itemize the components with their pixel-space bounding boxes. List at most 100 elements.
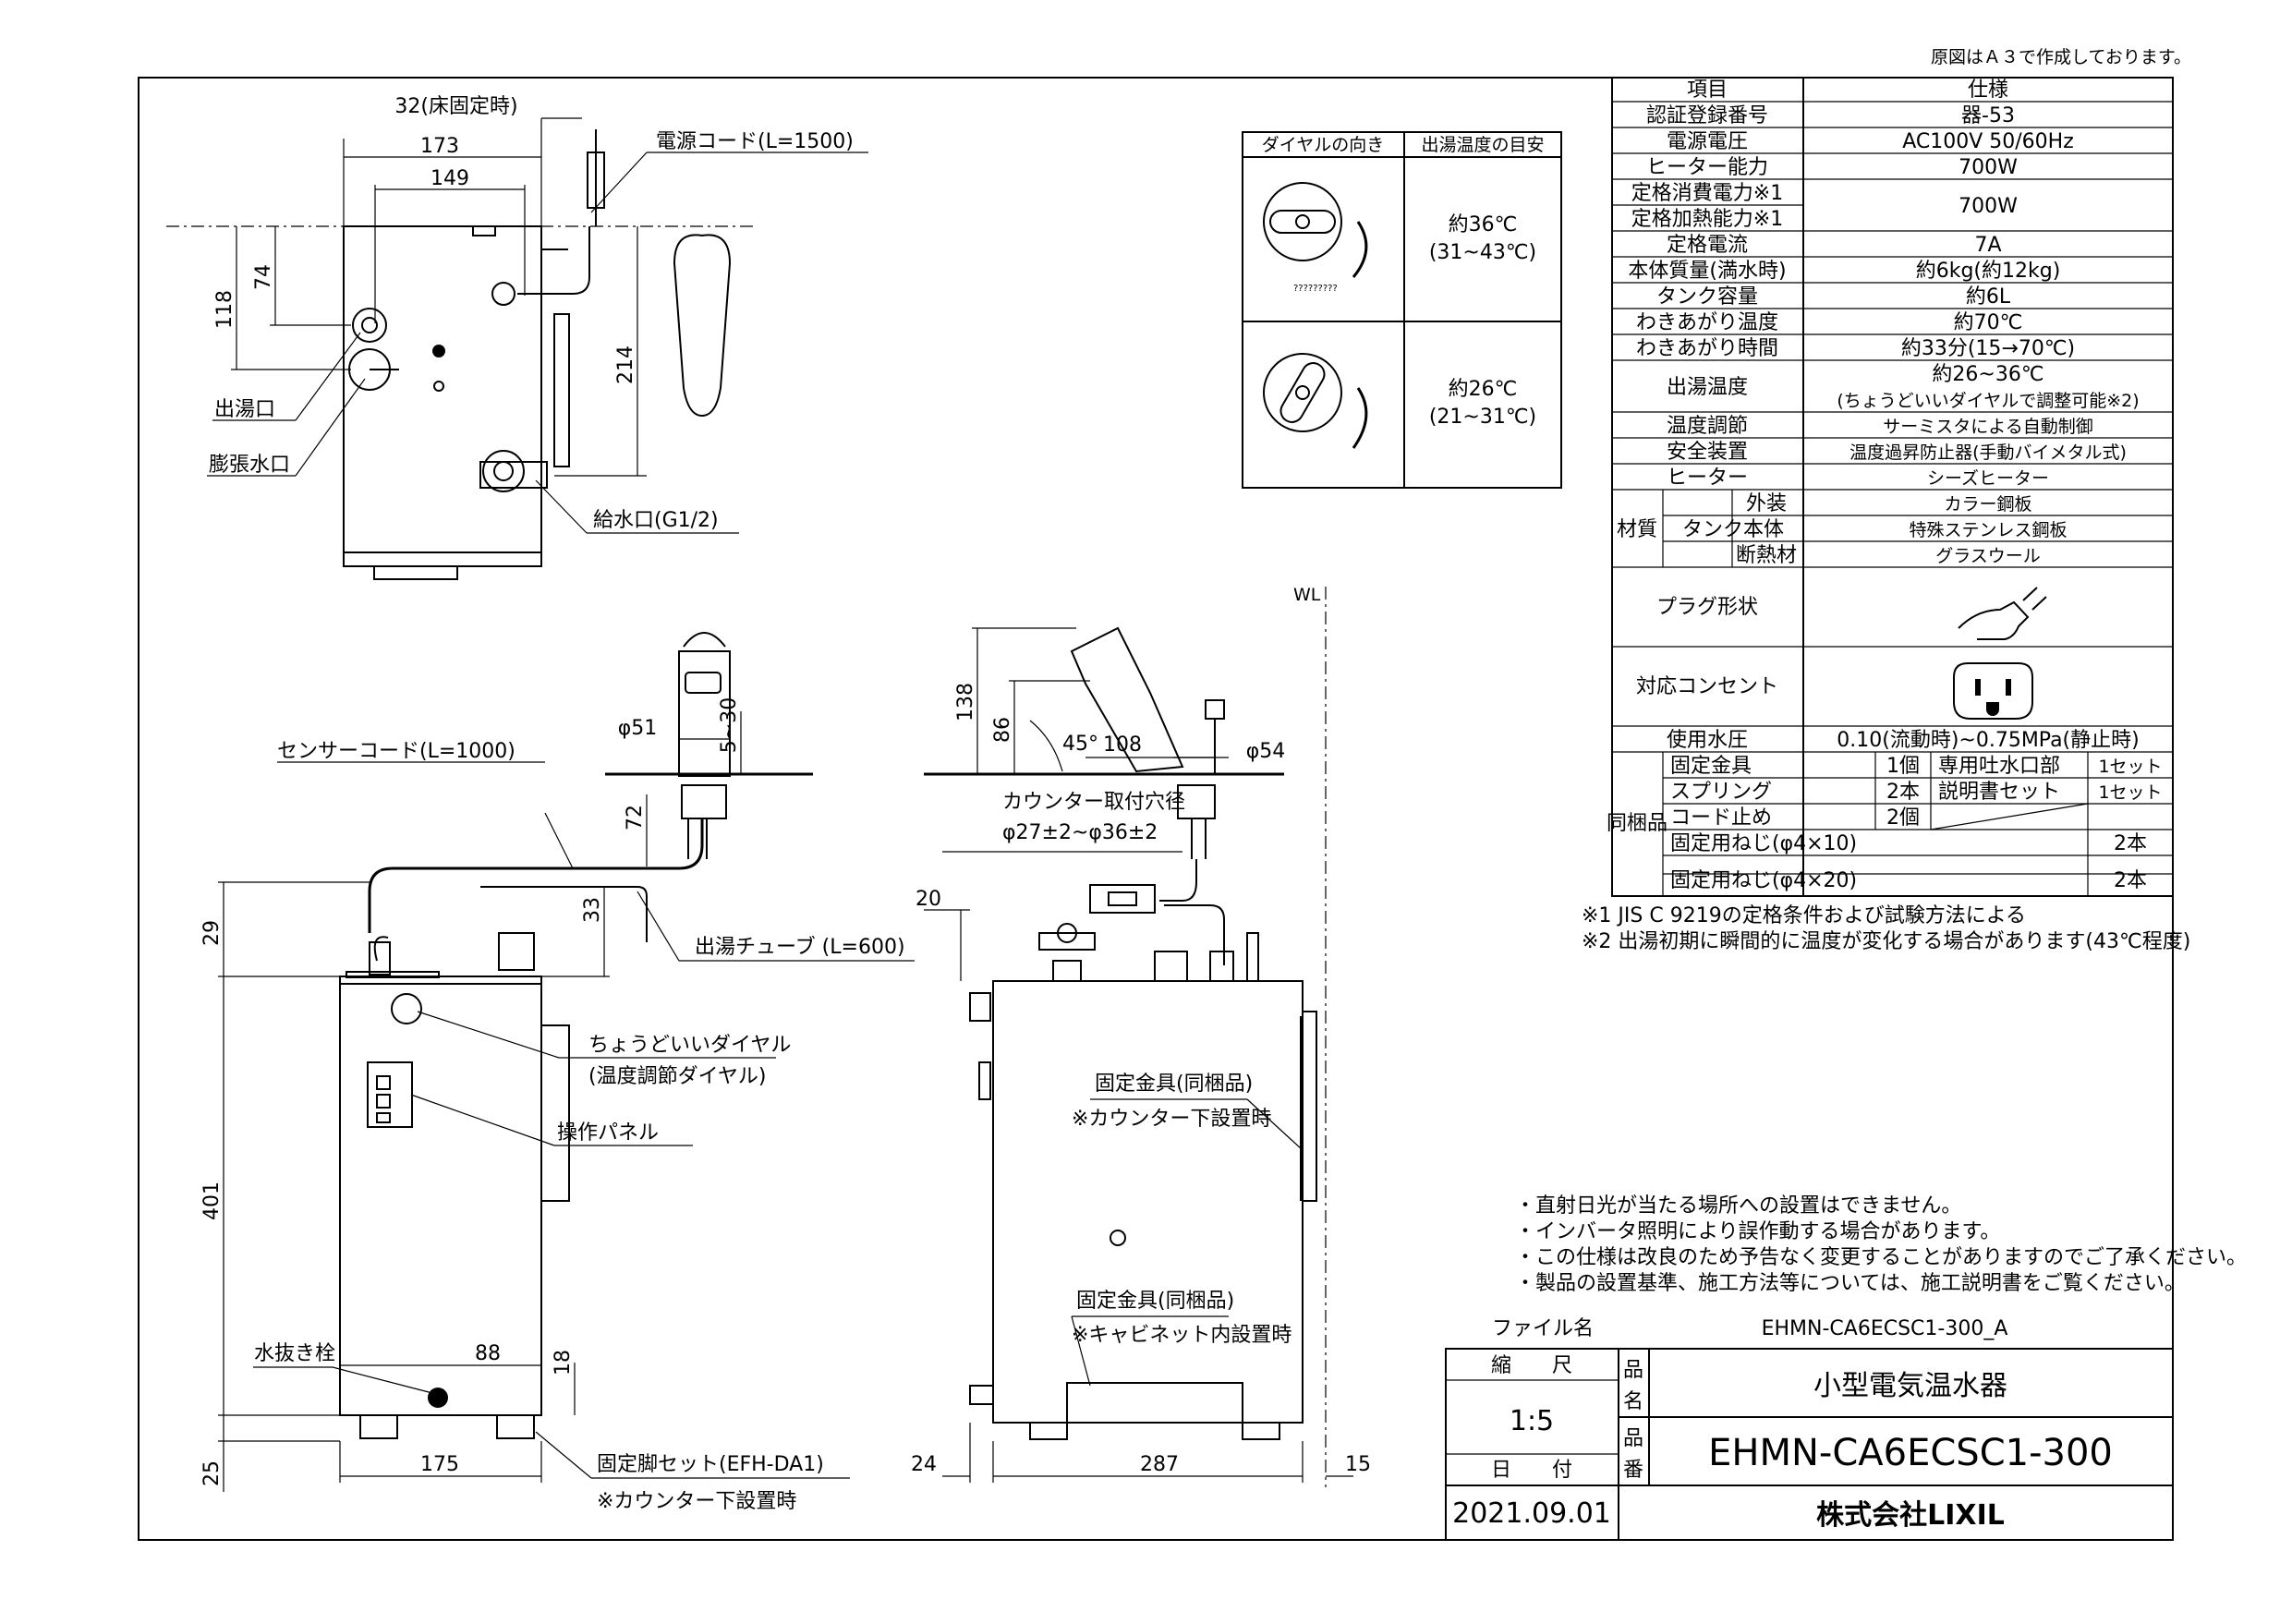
dial-header-left: ダイヤルの向き	[1262, 135, 1384, 155]
material-item: タンク本体	[1682, 518, 1784, 541]
file-name: EHMN-CA6ECSC1-300_A	[1762, 1317, 2008, 1340]
date-label: 日 付	[1491, 1459, 1572, 1482]
water-inlet-label: 給水口(G1/2)	[593, 509, 719, 532]
dim-108: 108	[1103, 733, 1142, 757]
dim-32: 32(床固定時)	[394, 95, 517, 118]
dim-25: 25	[200, 1460, 224, 1486]
company-name: 株式会社LIXIL	[1816, 1499, 2005, 1532]
pressure-value: 0.10(流動時)~0.75MPa(静止時)	[1837, 729, 2139, 752]
bracket2-label: 固定金具(同梱品)	[1076, 1290, 1234, 1313]
material-item: 外装	[1746, 492, 1787, 515]
top-view: 32(床固定時) 173 149 118 74 214 電源コード(L=1500…	[166, 95, 868, 580]
bracket1-note: ※カウンター下設置時	[1072, 1108, 1271, 1131]
material-label: 材質	[1617, 518, 1657, 541]
spec-row-item: ヒーター	[1667, 467, 1748, 490]
dim-86: 86	[991, 717, 1014, 743]
dim-149: 149	[431, 167, 469, 190]
included-count: 2本	[2114, 832, 2147, 855]
counter-hole-label: カウンター取付穴径	[1002, 791, 1185, 814]
dim-118: 118	[213, 290, 236, 329]
bracket1-label: 固定金具(同梱品)	[1095, 1073, 1253, 1096]
dial-header-right: 出湯温度の目安	[1421, 135, 1544, 155]
leg-set-label: 固定脚セット(EFH-DA1)	[597, 1453, 824, 1476]
dim-88: 88	[475, 1342, 501, 1365]
product-name: 小型電気温水器	[1813, 1370, 2007, 1402]
dim-33: 33	[581, 897, 604, 923]
scale-value: 1:5	[1510, 1405, 1554, 1437]
spec-row-item: わきあがり温度	[1636, 311, 1778, 334]
bracket2-note: ※キャビネット内設置時	[1072, 1324, 1292, 1347]
spec-row-item: 認証登録番号	[1646, 104, 1768, 127]
outlet-compat-label: 対応コンセント	[1636, 675, 1778, 698]
spec-row-value: サーミスタによる自動制御	[1883, 417, 2092, 437]
file-label: ファイル名	[1492, 1317, 1594, 1340]
number-label-1: 品	[1623, 1427, 1643, 1450]
included-item: 専用吐水口部	[1938, 755, 2060, 778]
spec-row-value: 約33分(15→70℃)	[1901, 337, 2075, 360]
spec-row-value: 約6L	[1966, 285, 2011, 309]
spec-row-value: 温度過昇防止器(手動バイメタル式)	[1849, 442, 2127, 463]
leg-note-label: ※カウンター下設置時	[597, 1490, 796, 1513]
plug-label: プラグ形状	[1656, 596, 1758, 619]
spec-header-spec: 仕様	[1968, 79, 2008, 102]
tube-label: 出湯チューブ (L=600)	[695, 936, 905, 959]
note-line: ・直射日光が当たる場所への設置はできません。	[1515, 1194, 1961, 1218]
dim-15: 15	[1345, 1453, 1371, 1476]
note-line: ・この仕様は改良のため予告なく変更することがありますのでご了承ください。	[1515, 1246, 2247, 1269]
spec-note-1: ※1 JIS C 9219の定格条件および試験方法による	[1582, 904, 2026, 927]
spec-row-value: 約6kg(約12kg)	[1916, 260, 2061, 283]
panel-label: 操作パネル	[557, 1121, 659, 1145]
included-item: 固定用ねじ(φ4×20)	[1670, 869, 1857, 892]
pressure-label: 使用水圧	[1667, 729, 1748, 752]
spec-row-item: 本体質量(満水時)	[1628, 260, 1786, 283]
spec-row-value: 約70℃	[1954, 311, 2023, 334]
dial-row2-range: (21~31℃)	[1429, 406, 1536, 429]
notes: ・直射日光が当たる場所への設置はできません。 ・インバータ照明により誤作動する場…	[1515, 1194, 2247, 1295]
dim-51: φ51	[618, 717, 658, 740]
name-label-2: 名	[1623, 1390, 1643, 1413]
date-value: 2021.09.01	[1452, 1497, 1611, 1530]
material-item: 断熱材	[1736, 544, 1797, 567]
name-label-1: 品	[1623, 1359, 1643, 1382]
included-count: 2本	[1886, 781, 1920, 804]
spec-row-value: (ちょうどいいダイヤルで調整可能※2)	[1837, 391, 2139, 411]
dial-label: ちょうどいいダイヤル	[588, 1034, 791, 1057]
spec-row-item: 定格電流	[1667, 234, 1748, 257]
dim-24: 24	[911, 1453, 937, 1476]
side-view: WL 138 86 45°	[911, 585, 1371, 1487]
svg-text:?????????: ?????????	[1293, 284, 1338, 294]
dial-row2-temp: 約26℃	[1449, 378, 1518, 401]
spec-row-item: わきあがり時間	[1636, 337, 1778, 360]
header-note: 原図はＡ３で作成しております。	[1931, 47, 2191, 67]
dim-74: 74	[252, 264, 275, 290]
sensor-cord-label: センサーコード(L=1000)	[277, 740, 515, 763]
spec-row-item: 温度調節	[1667, 415, 1748, 438]
spec-row-item: 出湯温度	[1667, 376, 1748, 399]
dim-5-30: 5~30	[718, 697, 741, 753]
spec-row-item: 定格加熱能力※1	[1631, 208, 1783, 231]
dial-sub-label: (温度調節ダイヤル)	[588, 1065, 767, 1088]
outlet-icon	[1953, 662, 2033, 720]
spec-row-value: シーズヒーター	[1927, 468, 2049, 489]
included-item: スプリング	[1670, 781, 1772, 804]
included-label: 同梱品	[1607, 812, 1667, 835]
note-line: ・インバータ照明により誤作動する場合があります。	[1515, 1220, 2000, 1243]
expansion-label: 膨張水口	[209, 454, 290, 477]
dim-18: 18	[552, 1350, 575, 1376]
spec-table: 項目 仕様 認証登録番号 器-53 電源電圧 AC100V 50/60Hz ヒー…	[1582, 77, 2190, 953]
material-spec: カラー鋼板	[1944, 494, 2031, 515]
spec-row-value: 700W	[1959, 195, 2018, 218]
note-line: ・製品の設置基準、施工方法等については、施工説明書をご覧ください。	[1515, 1272, 2185, 1295]
dim-401: 401	[200, 1182, 224, 1220]
spec-row-item: 定格消費電力※1	[1631, 182, 1783, 205]
dim-20: 20	[916, 888, 941, 911]
dial-row1-range: (31~43℃)	[1429, 241, 1536, 264]
power-cord-label: 電源コード(L=1500)	[656, 130, 854, 153]
material-spec: グラスウール	[1935, 546, 2041, 566]
title-block: ファイル名 EHMN-CA6ECSC1-300_A 縮 尺 1:5 日 付 20…	[1445, 1317, 2174, 1541]
included-count: 1セット	[2098, 757, 2162, 777]
spec-header-item: 項目	[1687, 79, 1728, 102]
spec-row-value: AC100V 50/60Hz	[1902, 130, 2074, 153]
spec-note-2: ※2 出湯初期に瞬間的に温度が変化する場合があります(43℃程度)	[1582, 930, 2190, 953]
